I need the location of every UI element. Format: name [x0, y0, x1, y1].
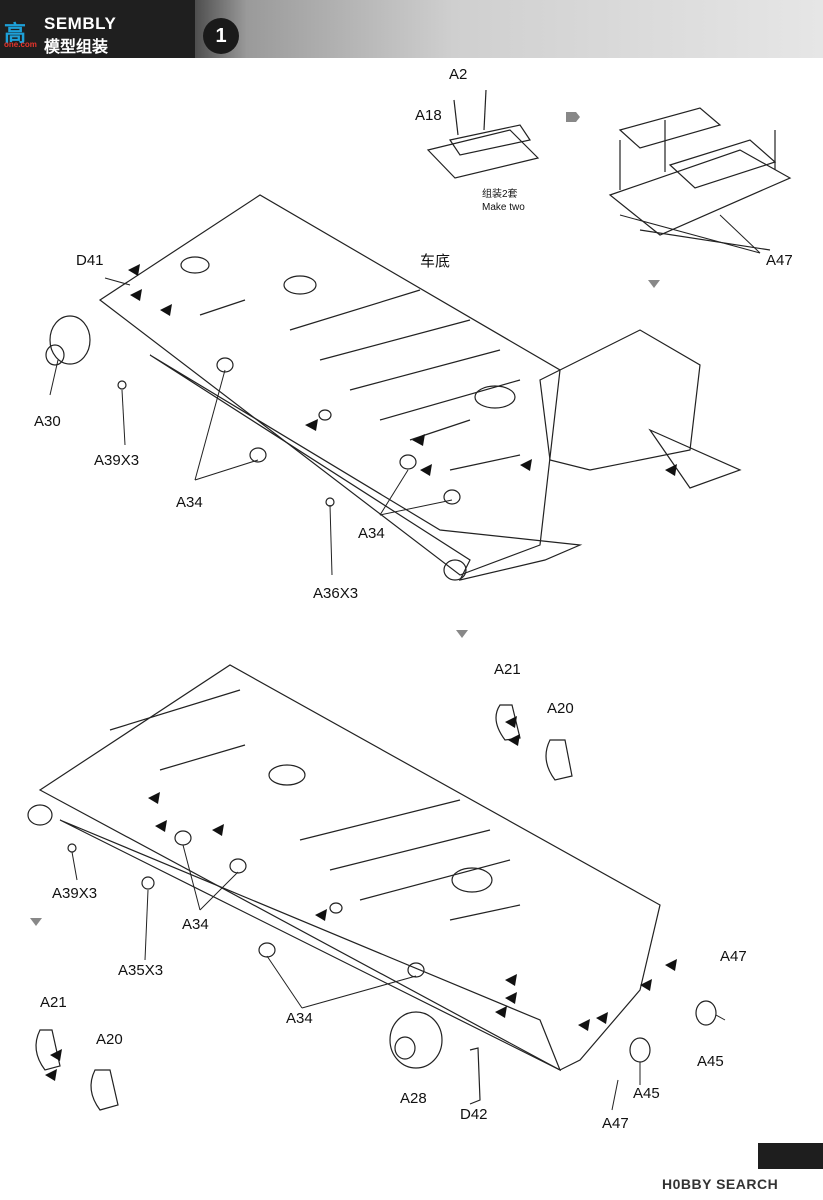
label-a39x3-top: A39X3: [94, 452, 140, 469]
label-a36x3: A36X3: [313, 585, 359, 602]
lower-hull-top-view: [45, 194, 742, 581]
section-title-zh: 模型组装: [44, 39, 109, 56]
label-a34-top-right: A34: [358, 525, 385, 542]
label-a47-lower: A47: [602, 1115, 629, 1132]
label-a34-bottom-lower: A34: [286, 1010, 313, 1027]
label-a21-bottom: A21: [40, 994, 67, 1011]
flow-arrow-icon: [566, 112, 580, 122]
label-a21-top: A21: [494, 661, 521, 678]
site-logo: 高: [4, 21, 27, 46]
label-a39x3-bottom: A39X3: [52, 885, 98, 902]
section-title-en: SEMBLY: [44, 14, 117, 33]
label-a20-top: A20: [547, 700, 574, 717]
label-make-two-zh: 组装2套: [482, 189, 518, 200]
label-a28: A28: [400, 1090, 427, 1107]
label-a45-right: A45: [697, 1053, 724, 1070]
site-url: one.com: [4, 40, 37, 49]
label-a34-top-left: A34: [176, 494, 203, 511]
label-a20-bottom: A20: [96, 1031, 123, 1048]
label-a18: A18: [415, 107, 442, 124]
watermark: H0BBY SEARCH: [662, 1176, 779, 1192]
lower-hull-bottom-view: [27, 664, 717, 1105]
label-hull: 车底: [420, 253, 451, 270]
step-number-badge: 1: [203, 18, 239, 54]
label-a30: A30: [34, 413, 61, 430]
arrow-icon: [128, 264, 140, 276]
label-a2: A2: [449, 66, 468, 83]
track-guard-subassembly: [426, 89, 540, 179]
label-a45-lower: A45: [633, 1085, 660, 1102]
label-d41: D41: [76, 252, 104, 269]
page-header: 高 one.com SEMBLY 模型组装 1: [0, 0, 823, 58]
label-make-two-en: Make two: [482, 202, 525, 213]
header-dark-panel: [0, 0, 195, 58]
label-a35x3: A35X3: [118, 962, 164, 979]
label-a34-bottom-upper: A34: [182, 916, 209, 933]
a20-a21-parts-bottom: [35, 1029, 119, 1111]
footer-bar: [758, 1143, 823, 1169]
label-d42: D42: [460, 1106, 488, 1123]
rear-armor-subassembly: [608, 107, 792, 251]
label-a47-top: A47: [766, 252, 793, 269]
label-a47-right: A47: [720, 948, 747, 965]
